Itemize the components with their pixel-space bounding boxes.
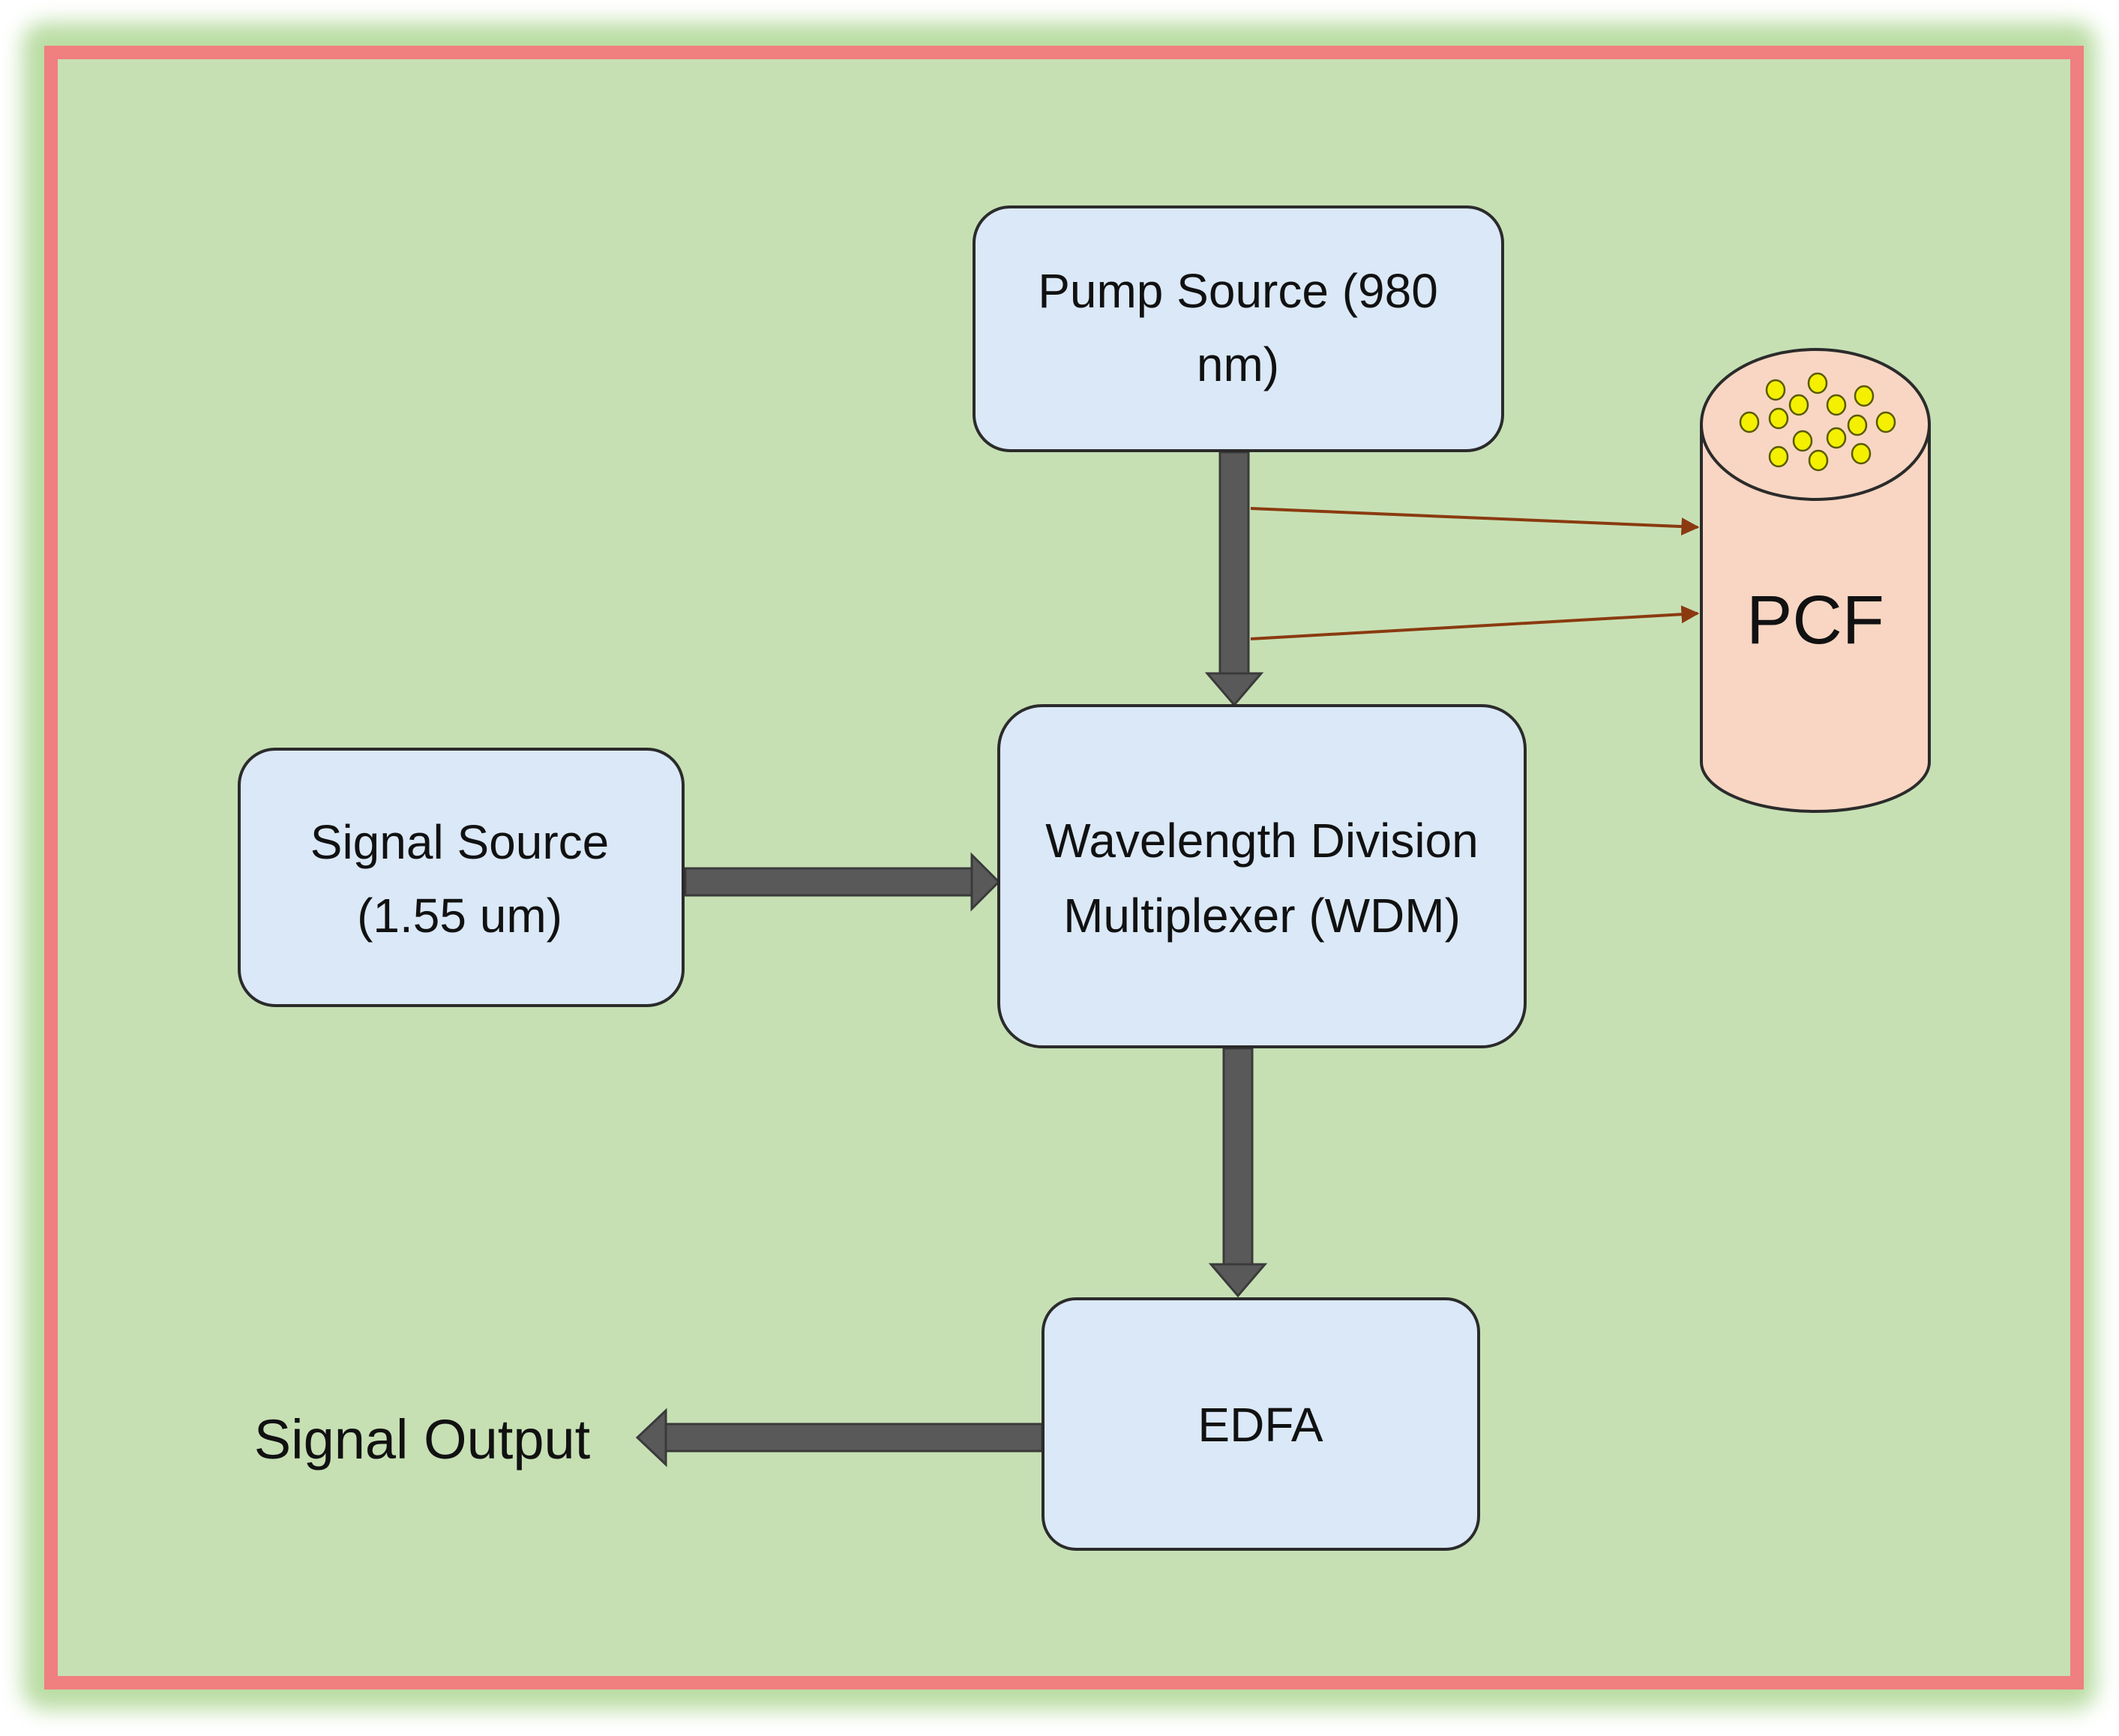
wdm-line1: Wavelength Division xyxy=(1045,814,1478,868)
pcf-label: PCF xyxy=(1746,582,1884,658)
pcf-hole xyxy=(1826,427,1847,449)
edfa-block: EDFA xyxy=(1042,1297,1480,1551)
signal-output-label: Signal Output xyxy=(254,1408,591,1471)
pcf-hole xyxy=(1854,385,1875,407)
arrow-edfa-to-output xyxy=(635,1408,1044,1468)
wdm-line2: Multiplexer (WDM) xyxy=(1063,889,1461,943)
signal-source-block: Signal Source (1.55 um) xyxy=(238,748,685,1007)
wdm-block: Wavelength Division Multiplexer (WDM) xyxy=(997,704,1527,1048)
pcf-hole xyxy=(1807,372,1828,394)
pcf-hole xyxy=(1768,445,1789,468)
pump-source-line2: nm) xyxy=(1197,337,1279,391)
pcf-cylinder: PCF xyxy=(1700,348,1931,813)
pcf-hole xyxy=(1826,394,1847,416)
edfa-label: EDFA xyxy=(1197,1398,1323,1452)
pcf-hole xyxy=(1808,449,1829,472)
thin-arrow-to-pcf-upper xyxy=(1250,507,1700,536)
arrow-signal-to-wdm xyxy=(684,852,1001,912)
pcf-hole xyxy=(1851,442,1872,465)
pcf-hole xyxy=(1788,394,1809,416)
pcf-hole xyxy=(1768,407,1789,430)
pcf-hole xyxy=(1847,414,1868,436)
arrow-wdm-to-edfa xyxy=(1208,1047,1268,1298)
signal-source-line1: Signal Source xyxy=(310,815,609,869)
pcf-hole xyxy=(1875,411,1896,433)
signal-source-line2: (1.55 um) xyxy=(357,889,562,943)
pcf-hole xyxy=(1765,379,1786,401)
thin-arrow-to-pcf-lower xyxy=(1250,605,1700,640)
pump-source-line1: Pump Source (980 xyxy=(1038,264,1438,318)
pcf-hole xyxy=(1792,430,1813,452)
pcf-hole xyxy=(1739,411,1760,433)
pcf-air-holes xyxy=(1739,372,1896,472)
pump-source-block: Pump Source (980 nm) xyxy=(973,205,1504,452)
